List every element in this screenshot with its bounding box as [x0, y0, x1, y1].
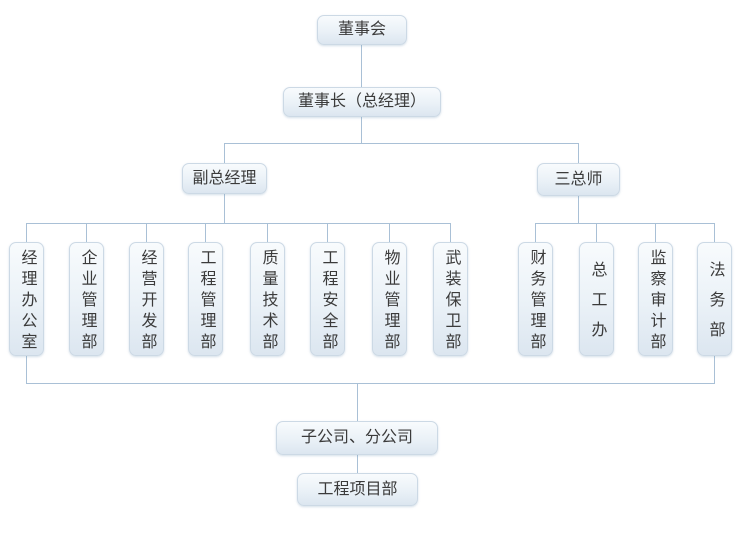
node-dept-engineering-mgmt: 工程管理部: [188, 242, 223, 356]
connector-bottom-rail: [26, 383, 715, 384]
connector-drop-dept-5: [267, 223, 268, 242]
node-label: 物业管理部: [381, 249, 399, 354]
connector-drop-dept-4: [205, 223, 206, 242]
node-dept-armed-security: 武装保卫部: [433, 242, 468, 356]
node-label: 监察审计部: [647, 249, 665, 354]
node-label: 工程管理部: [197, 249, 215, 354]
node-dept-chief-engineer-office: 总工办: [579, 242, 614, 356]
connector-split-deputy-gm: [224, 143, 225, 163]
node-dept-quality-tech: 质量技术部: [250, 242, 285, 356]
connector-deputy-left-rail: [224, 194, 225, 223]
connector-rail-subsidiaries: [357, 383, 358, 421]
node-label: 武装保卫部: [442, 249, 460, 354]
node-engineering-project-dept: 工程项目部: [297, 473, 418, 506]
node-dept-legal: 法务部: [697, 242, 732, 356]
connector-board-chairman: [361, 45, 362, 87]
node-dept-manager-office: 经理办公室: [9, 242, 44, 356]
connector-chiefs-right-rail: [578, 196, 579, 223]
connector-split-bar: [224, 143, 579, 144]
connector-chairman-split: [361, 116, 362, 143]
node-label: 董事会: [337, 21, 386, 38]
node-label: 经营开发部: [138, 249, 156, 354]
node-label: 企业管理部: [78, 249, 96, 354]
node-dept-supervision-audit: 监察审计部: [638, 242, 673, 356]
node-label: 工程安全部: [319, 249, 337, 354]
node-three-chiefs: 三总师: [537, 163, 620, 196]
node-dept-property-mgmt: 物业管理部: [372, 242, 407, 356]
node-label: 副总经理: [192, 169, 257, 187]
connector-drop-dept-12: [714, 223, 715, 242]
node-dept-finance-mgmt: 财务管理部: [518, 242, 553, 356]
connector-drop-dept-1: [26, 223, 27, 242]
node-label: 三总师: [554, 170, 603, 188]
connector-drop-dept-3: [146, 223, 147, 242]
connector-drop-dept-7: [389, 223, 390, 242]
node-label: 董事长（总经理）: [297, 93, 426, 110]
connector-drop-dept-11: [655, 223, 656, 242]
connector-drop-dept-6: [327, 223, 328, 242]
node-subsidiaries-branches: 子公司、分公司: [276, 421, 438, 455]
connector-drop-dept-8: [450, 223, 451, 242]
node-label: 子公司、分公司: [300, 429, 413, 446]
connector-subsidiaries-project: [357, 455, 358, 473]
node-label: 工程项目部: [317, 480, 398, 498]
node-label: 经理办公室: [18, 249, 36, 354]
node-dept-business-dev: 经营开发部: [129, 242, 164, 356]
connector-left-rail: [26, 223, 451, 224]
node-label: 财务管理部: [527, 249, 545, 354]
node-dept-enterprise-mgmt: 企业管理部: [69, 242, 104, 356]
node-label: 法务部: [706, 261, 724, 351]
connector-dept1-bottom-rail: [26, 356, 27, 383]
node-label: 质量技术部: [259, 249, 277, 354]
connector-right-rail: [535, 223, 715, 224]
node-board-of-directors: 董事会: [317, 15, 407, 45]
node-dept-engineering-safety: 工程安全部: [310, 242, 345, 356]
connector-drop-dept-2: [86, 223, 87, 242]
connector-legal-bottom-rail: [714, 356, 715, 383]
connector-drop-dept-10: [596, 223, 597, 242]
connector-split-three-chiefs: [578, 143, 579, 163]
node-chairman-general-manager: 董事长（总经理）: [283, 87, 441, 117]
node-label: 总工办: [588, 261, 606, 351]
connector-drop-dept-9: [535, 223, 536, 242]
node-deputy-general-manager: 副总经理: [182, 163, 267, 194]
